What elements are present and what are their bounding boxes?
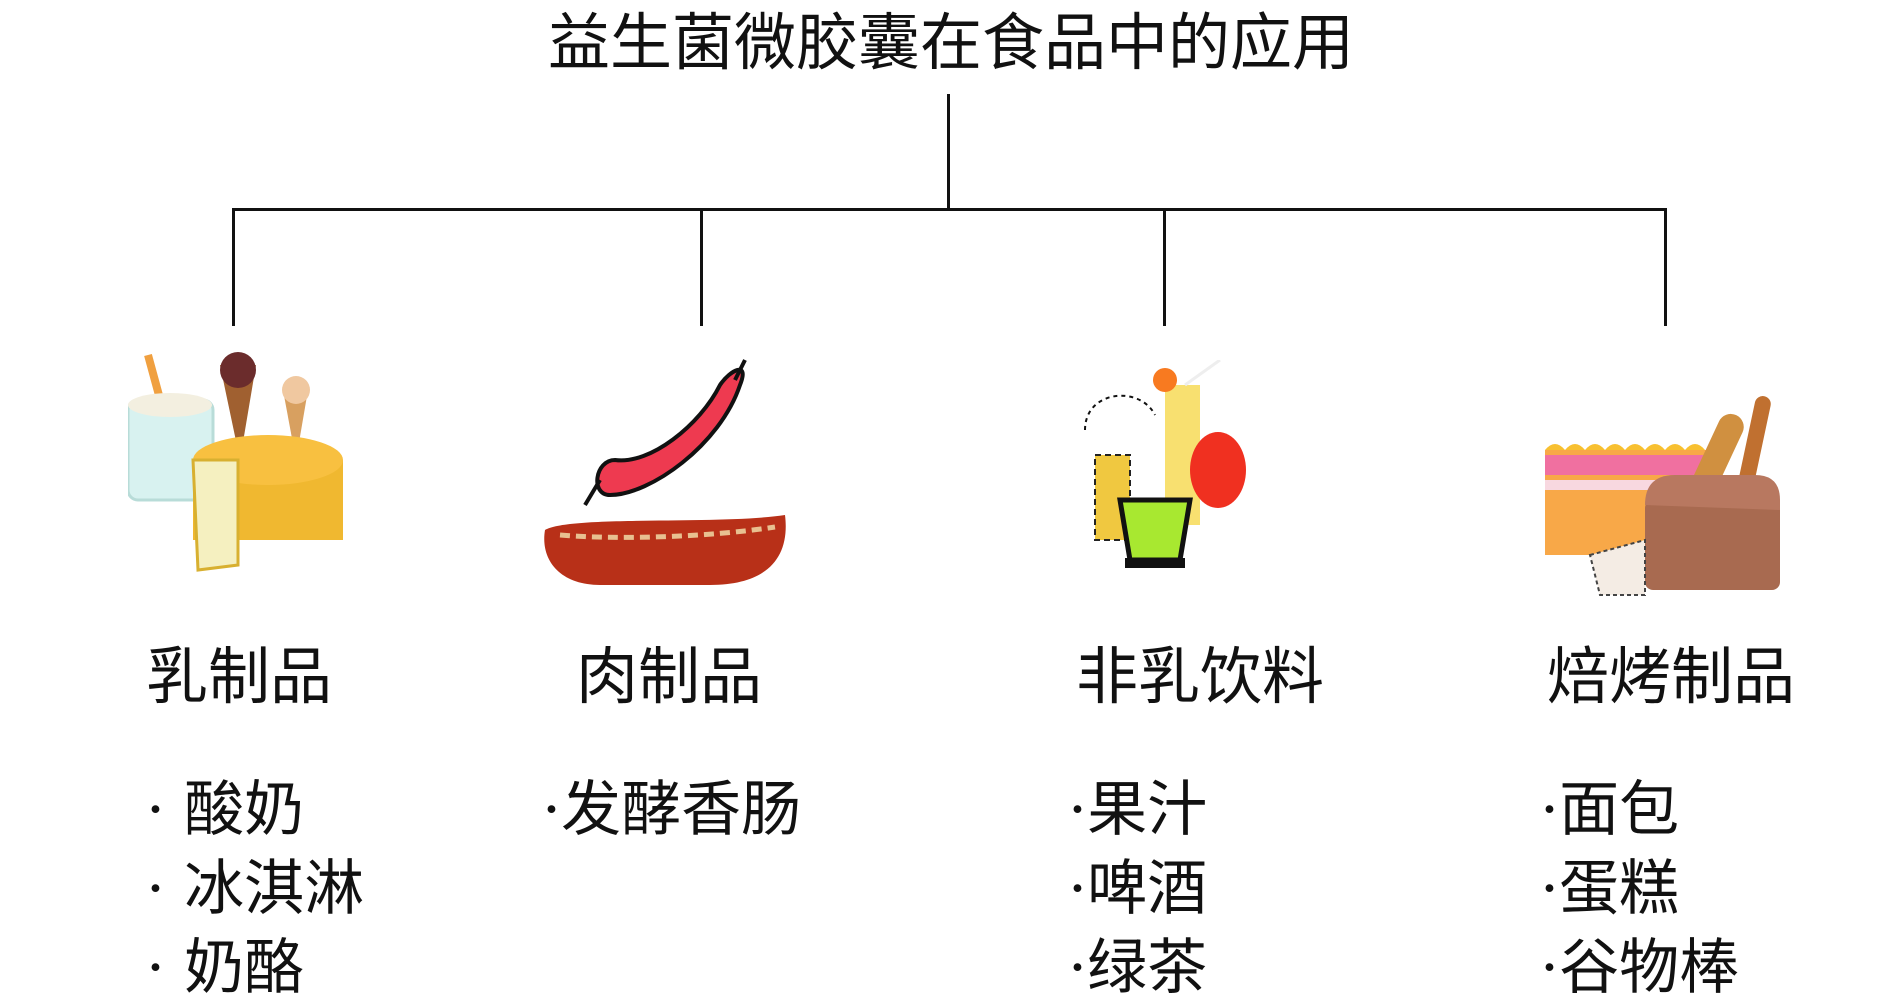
category-label-meat: 肉制品 [576,640,763,713]
connector-trunk [947,94,950,210]
bullet: · [1540,854,1560,924]
item-label: 绿茶 [1087,933,1208,1003]
bullet: · [146,854,166,924]
beverage-icon [1084,360,1246,568]
bullet: · [1068,854,1088,924]
bakery-icon [1545,396,1780,596]
item-label: 发酵香肠 [561,775,802,845]
item-label: 谷物棒 [1559,933,1740,1003]
item-label: 果汁 [1087,775,1208,845]
bullet: · [146,775,166,845]
list-item: ·谷物棒 [1540,938,1739,998]
item-label: 啤酒 [1087,854,1208,924]
dairy-icon [128,352,343,572]
diagram-title: 益生菌微胶囊在食品中的应用 [547,6,1354,79]
list-item: ·啤酒 [1068,859,1207,919]
item-label: 奶酪 [184,933,305,1003]
bullet: · [542,775,562,845]
item-label: 冰淇淋 [184,854,365,924]
item-label: 蛋糕 [1559,854,1680,924]
bullet: · [1540,775,1560,845]
bullet: · [146,933,166,1003]
list-item: ·蛋糕 [1540,859,1679,919]
connector-bar [232,208,1667,211]
bullet: · [1068,933,1088,1003]
list-item: · 酸奶 [146,780,304,840]
list-item: ·绿茶 [1068,938,1207,998]
connector-branch-dairy [232,208,235,326]
connector-branch-meat [700,208,703,326]
item-label: 酸奶 [184,775,305,845]
list-item: ·发酵香肠 [542,780,801,840]
connector-branch-bakery [1664,208,1667,326]
category-label-beverage: 非乳饮料 [1076,640,1325,713]
list-item: ·果汁 [1068,780,1207,840]
list-item: · 冰淇淋 [146,859,364,919]
list-item: · 奶酪 [146,938,304,998]
category-label-dairy: 乳制品 [146,640,333,713]
item-label: 面包 [1559,775,1680,845]
list-item: ·面包 [1540,780,1679,840]
bullet: · [1540,933,1560,1003]
bullet: · [1068,775,1088,845]
category-label-bakery: 焙烤制品 [1547,640,1796,713]
connector-branch-beverage [1163,208,1166,326]
sausage-icon [544,359,786,585]
